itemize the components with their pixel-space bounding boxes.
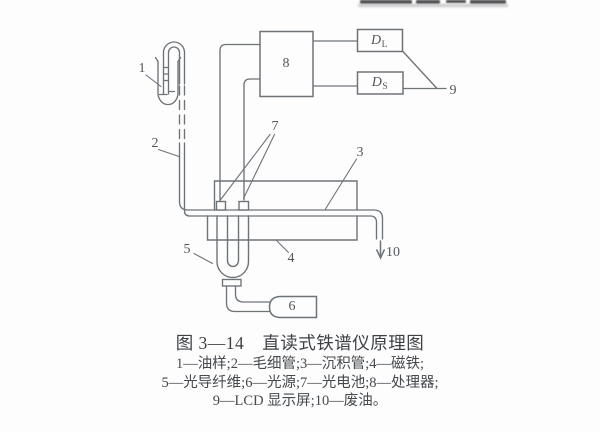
detector-large-box bbox=[356, 28, 404, 53]
detector-small-label: DS bbox=[371, 75, 388, 92]
detector-small-box bbox=[356, 71, 404, 95]
processor-box bbox=[259, 30, 314, 98]
oil-sample-tube bbox=[154, 56, 182, 106]
legend-line-2: 5—光导纤维;6—光源;7—光电池;8—处理器; bbox=[161, 374, 439, 391]
figure-caption: 图 3—14 直读式铁谱仪原理图 1—油样;2—毛细管;3—沉积管;4—磁铁; … bbox=[0, 331, 600, 411]
figure-title: 图 3—14 直读式铁谱仪原理图 bbox=[175, 333, 425, 353]
label-photocell: 7 bbox=[271, 119, 279, 134]
cropped-text-artifact bbox=[358, 0, 508, 8]
label-magnet: 4 bbox=[287, 251, 295, 266]
photocell-wires bbox=[219, 43, 263, 202]
detector-wires bbox=[312, 40, 359, 87]
leader-lines bbox=[145, 74, 358, 265]
siphon-hook bbox=[162, 41, 186, 95]
label-precipitation-tube: 3 bbox=[356, 145, 364, 160]
label-oil-sample: 1 bbox=[138, 61, 146, 76]
legend-line-3: 9—LCD 显示屏;10—废油。 bbox=[212, 393, 388, 409]
light-guide-fiber bbox=[216, 215, 250, 279]
label-capillary: 2 bbox=[151, 136, 159, 151]
label-light-source: 6 bbox=[288, 299, 296, 314]
legend-line-1: 1—油样;2—毛细管;3—沉积管;4—磁铁; bbox=[175, 356, 425, 372]
label-optic-fiber: 5 bbox=[183, 242, 191, 257]
capillary-and-precipitation-tube bbox=[178, 85, 384, 240]
label-waste-oil: 10 bbox=[386, 245, 400, 260]
fiber-to-source-tube bbox=[221, 278, 271, 313]
detector-large-label: DL bbox=[371, 32, 388, 50]
magnet-blocks bbox=[206, 180, 358, 241]
waste-oil-arrow bbox=[376, 240, 385, 260]
photocell-squares bbox=[215, 200, 250, 211]
light-source-capsule bbox=[268, 295, 318, 319]
label-lcd-display: 9 bbox=[449, 83, 457, 98]
label-processor: 8 bbox=[282, 56, 290, 71]
display-leader-lines bbox=[401, 50, 447, 90]
